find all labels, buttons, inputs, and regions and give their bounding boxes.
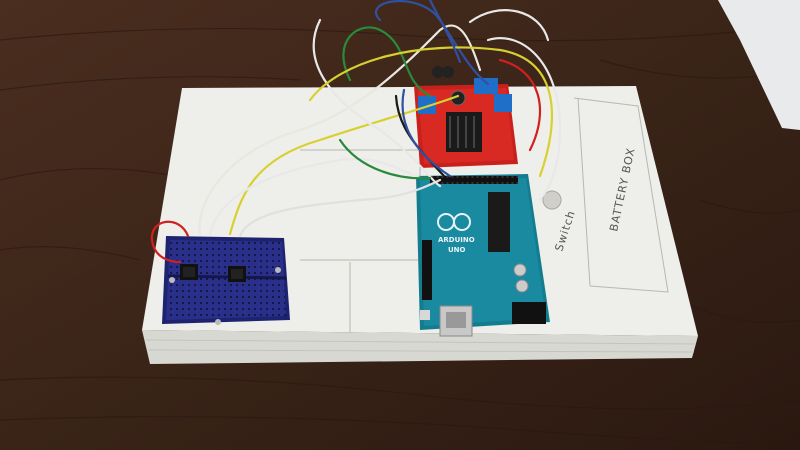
jumper-wires	[150, 0, 562, 264]
terminal-block-left	[418, 96, 436, 114]
motor-driver-board	[414, 66, 518, 168]
paper-sheet	[718, 0, 800, 130]
uno-print: UNO	[448, 246, 466, 254]
driver-heatsink	[446, 112, 482, 152]
wood-grain	[0, 24, 800, 444]
switch-hole	[542, 190, 562, 210]
digital-header	[430, 176, 518, 184]
arduino-print: ARDUINO	[438, 236, 475, 244]
reset-button	[420, 310, 430, 320]
dc-jack	[512, 302, 546, 324]
arduino-uno-board: ARDUINO UNO	[416, 174, 550, 337]
cardboard-edge	[142, 330, 698, 364]
terminal-block-top	[474, 78, 498, 94]
terminal-block-right	[494, 94, 512, 112]
power-header	[422, 240, 432, 300]
breadboard	[162, 236, 290, 325]
atmega-chip	[488, 192, 510, 252]
